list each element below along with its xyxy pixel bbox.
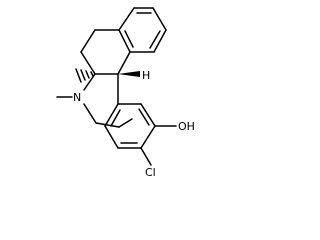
bond: [118, 118, 133, 128]
double-bond-inner: [110, 109, 121, 127]
double-bond-inner: [149, 30, 161, 49]
bond: [140, 103, 156, 127]
bond: [80, 29, 96, 53]
bond: [104, 103, 119, 127]
cyclohexane-ring: [80, 29, 131, 75]
bond: [95, 122, 120, 128]
bond: [118, 7, 135, 31]
double-bond-inner: [124, 30, 134, 48]
bond: [80, 51, 96, 75]
azepine-ring: [83, 73, 133, 128]
nitrogen-label: N: [73, 91, 81, 104]
hashed-wedge-bond: [75, 68, 94, 83]
bond: [140, 125, 156, 149]
top-benzene-ring: [118, 7, 167, 53]
lower-benzene-ring: [104, 103, 156, 149]
bond: [104, 125, 119, 149]
bond: [153, 29, 167, 53]
chloro-bond: [140, 147, 152, 166]
bond: [118, 29, 131, 53]
hydrogen-label: H: [142, 69, 150, 82]
hydroxyl-label: OH: [178, 120, 195, 133]
molecule-structure-diagram: H OH N Cl: [56, 7, 195, 179]
bond: [152, 7, 167, 31]
bond: [117, 51, 131, 75]
double-bond-inner: [138, 108, 150, 126]
bond: [83, 103, 97, 124]
bond: [83, 73, 96, 91]
chlorine-label: Cl: [145, 166, 156, 179]
stereo-bonds: [75, 68, 140, 83]
wedge-bond: [118, 71, 140, 77]
